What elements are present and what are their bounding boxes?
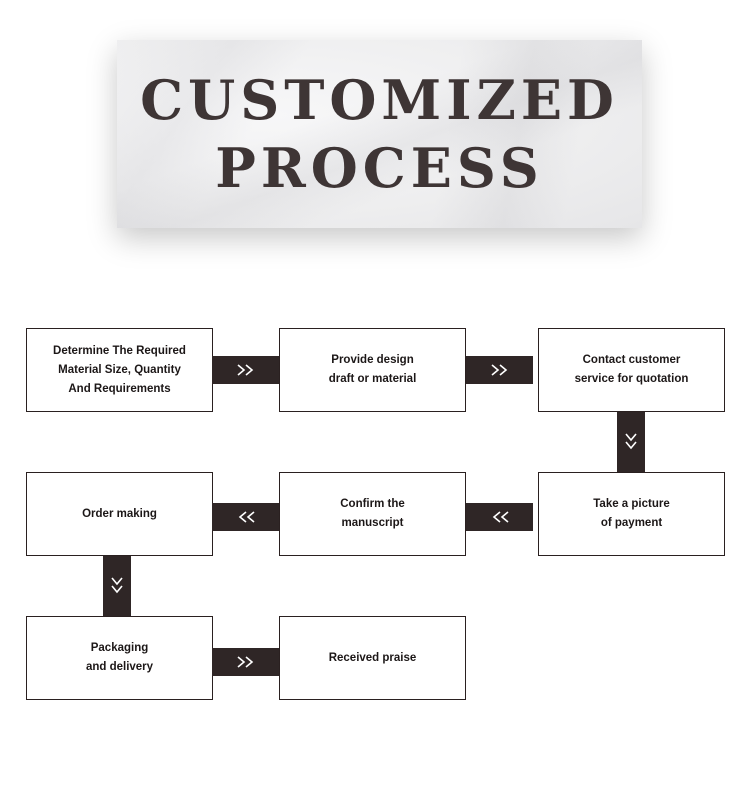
- step-label: Packaging and delivery: [85, 642, 154, 673]
- title-line-2: PROCESS: [215, 136, 544, 200]
- connector-right: [212, 648, 279, 676]
- double-chevron-right-icon: [236, 656, 256, 668]
- connector-right: [212, 356, 279, 384]
- step-label: Determine The Required Material Size, Qu…: [53, 344, 186, 395]
- connector-right: [466, 356, 533, 384]
- connector-down: [103, 556, 131, 616]
- title-banner: CUSTOMIZED PROCESS: [117, 40, 642, 228]
- step-received-praise: Received praise: [279, 616, 466, 700]
- step-contact-customer-service: Contact customer service for quotation: [538, 328, 725, 412]
- step-label: Contact customer service for quotation: [574, 354, 689, 385]
- double-chevron-left-icon: [490, 511, 510, 523]
- connector-left: [466, 503, 533, 531]
- step-label: Received praise: [328, 651, 417, 664]
- step-label: Provide design draft or material: [328, 354, 417, 385]
- step-confirm-manuscript: Confirm the manuscript: [279, 472, 466, 556]
- double-chevron-left-icon: [236, 511, 256, 523]
- double-chevron-down-icon: [111, 576, 123, 596]
- step-determine-requirements: Determine The Required Material Size, Qu…: [26, 328, 213, 412]
- step-packaging-delivery: Packaging and delivery: [26, 616, 213, 700]
- step-take-picture-payment: Take a picture of payment: [538, 472, 725, 556]
- title-line-1: CUSTOMIZED: [140, 68, 619, 132]
- step-label: Order making: [82, 507, 157, 520]
- step-label: Take a picture of payment: [593, 498, 670, 529]
- double-chevron-down-icon: [625, 432, 637, 452]
- step-provide-design: Provide design draft or material: [279, 328, 466, 412]
- step-order-making: Order making: [26, 472, 213, 556]
- double-chevron-right-icon: [236, 364, 256, 376]
- step-label: Confirm the manuscript: [340, 498, 405, 529]
- double-chevron-right-icon: [490, 364, 510, 376]
- connector-left: [212, 503, 279, 531]
- connector-down: [617, 412, 645, 472]
